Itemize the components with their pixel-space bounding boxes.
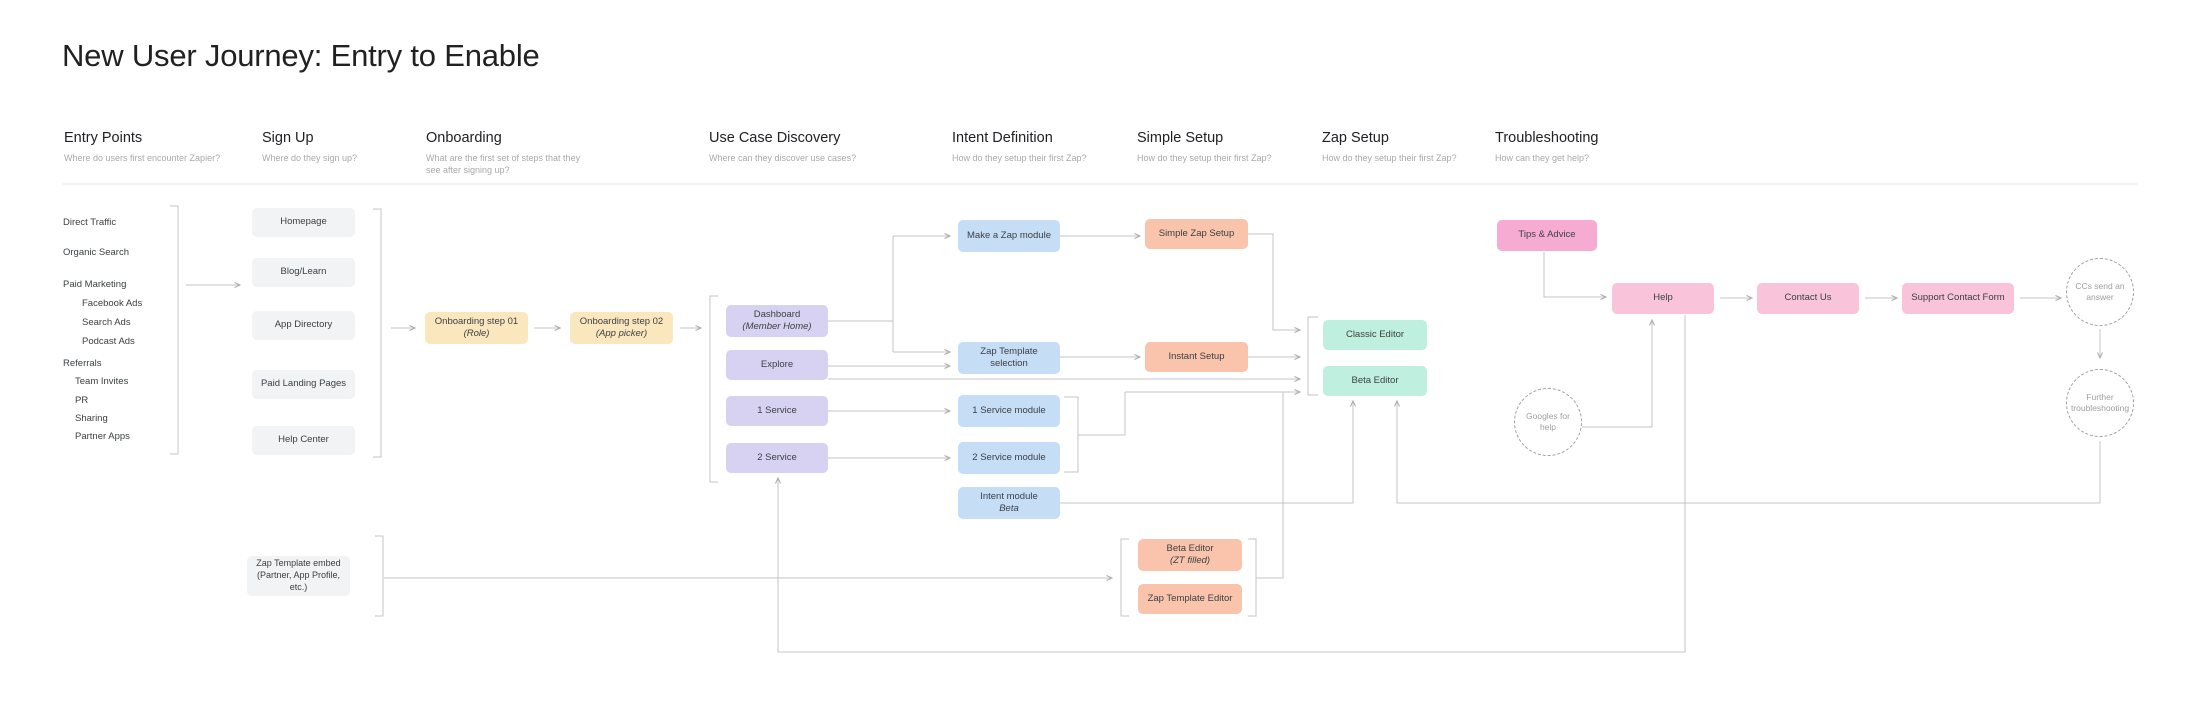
entry-point-sharing: Sharing — [75, 413, 108, 424]
entry-point-facebook-ads: Facebook Ads — [82, 298, 143, 309]
node-help[interactable]: Help — [1612, 283, 1714, 314]
node-onboarding-step-02[interactable]: Onboarding step 02(App picker) — [570, 312, 673, 344]
node-make-a-zap-module[interactable]: Make a Zap module — [958, 220, 1060, 252]
node-classic-editor[interactable]: Classic Editor — [1323, 320, 1427, 350]
column-question-intent-definition: How do they setup their first Zap? — [952, 153, 1087, 163]
column-header-simple-setup: Simple Setup — [1137, 130, 1224, 146]
column-question-troubleshooting: How can they get help? — [1495, 153, 1590, 163]
column-question-simple-setup: How do they setup their first Zap? — [1137, 153, 1272, 163]
column-question-entry-points: Where do users first encounter Zapier? — [64, 153, 221, 163]
column-question-use-case-discovery: Where can they discover use cases? — [709, 153, 857, 163]
column-question-onboarding: What are the first set of steps that the… — [426, 153, 581, 176]
node-zap-template-editor[interactable]: Zap Template Editor — [1138, 584, 1242, 614]
entry-point-referrals: Referrals — [63, 358, 102, 369]
entry-point-team-invites: Team Invites — [75, 376, 129, 387]
node-1-service[interactable]: 1 Service — [726, 396, 828, 426]
column-header-use-case-discovery: Use Case Discovery — [709, 130, 841, 146]
column-header-zap-setup: Zap Setup — [1322, 130, 1389, 146]
node-onboarding-step-01[interactable]: Onboarding step 01(Role) — [425, 312, 528, 344]
node-2-service[interactable]: 2 Service — [726, 443, 828, 473]
node-homepage[interactable]: Homepage — [252, 208, 355, 237]
node-instant-setup[interactable]: Instant Setup — [1145, 342, 1248, 372]
node-1-service-module[interactable]: 1 Service module — [958, 395, 1060, 427]
node-ccs-send-an-answer[interactable]: CCs send an answer — [2066, 258, 2134, 326]
column-header-troubleshooting: Troubleshooting — [1495, 130, 1599, 146]
node-help-center[interactable]: Help Center — [252, 426, 355, 455]
column-header-entry-points: Entry Points — [64, 130, 143, 146]
node-tips-advice[interactable]: Tips & Advice — [1497, 220, 1597, 251]
node-zap-template-embed[interactable]: Zap Template embed (Partner, App Profile… — [247, 556, 350, 596]
entry-point-search-ads: Search Ads — [82, 317, 131, 328]
entry-point-organic-search: Organic Search — [63, 247, 130, 258]
node-support-contact-form[interactable]: Support Contact Form — [1902, 283, 2014, 314]
node-paid-landing-pages[interactable]: Paid Landing Pages — [252, 370, 355, 399]
node-blog-learn[interactable]: Blog/Learn — [252, 258, 355, 287]
node-further-troubleshooting[interactable]: Further troubleshooting — [2066, 369, 2134, 437]
node-googles-for-help[interactable]: Googles for help — [1514, 388, 1582, 456]
entry-point-direct-traffic: Direct Traffic — [63, 217, 117, 228]
node-simple-zap-setup[interactable]: Simple Zap Setup — [1145, 219, 1248, 249]
column-header-sign-up: Sign Up — [262, 130, 314, 146]
column-question-sign-up: Where do they sign up? — [262, 153, 358, 163]
node-app-directory[interactable]: App Directory — [252, 311, 355, 340]
entry-point-partner-apps: Partner Apps — [75, 431, 130, 442]
node-explore[interactable]: Explore — [726, 350, 828, 380]
node-zap-template-selection[interactable]: Zap Template selection — [958, 342, 1060, 374]
column-header-onboarding: Onboarding — [426, 130, 502, 146]
entry-point-podcast-ads: Podcast Ads — [82, 336, 135, 347]
node-beta-editor-zt-filled[interactable]: Beta Editor(ZT filled) — [1138, 539, 1242, 571]
page-title: New User Journey: Entry to Enable — [62, 38, 540, 73]
entry-point-paid-marketing: Paid Marketing — [63, 279, 127, 290]
node-2-service-module[interactable]: 2 Service module — [958, 442, 1060, 474]
column-question-zap-setup: How do they setup their first Zap? — [1322, 153, 1457, 163]
column-header-intent-definition: Intent Definition — [952, 130, 1053, 146]
node-beta-editor[interactable]: Beta Editor — [1323, 366, 1427, 396]
node-contact-us[interactable]: Contact Us — [1757, 283, 1859, 314]
entry-point-pr: PR — [75, 395, 89, 406]
node-dashboard[interactable]: Dashboard(Member Home) — [726, 305, 828, 337]
